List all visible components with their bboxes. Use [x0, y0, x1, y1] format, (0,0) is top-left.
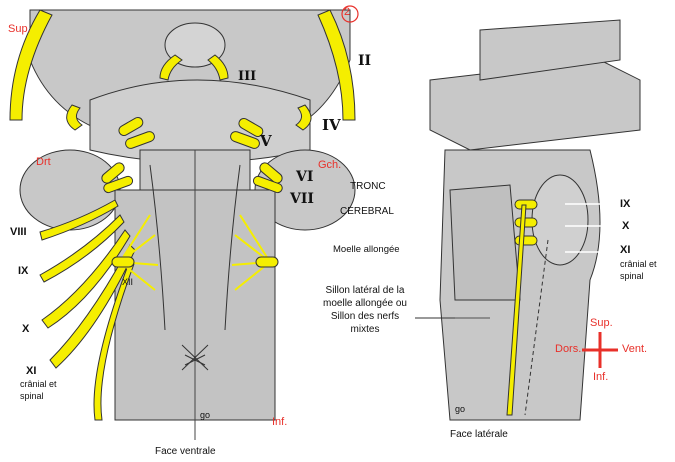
compass-dors: Dors.	[555, 344, 581, 355]
compass-vent: Vent.	[622, 344, 647, 355]
label-nerve-II: II	[358, 54, 371, 68]
label-moelle: Moelle allongée	[333, 245, 400, 255]
caption-face-laterale: Face latérale	[450, 430, 508, 440]
figure-number: 2	[344, 7, 350, 18]
label-nerve-IV: IV	[322, 118, 341, 133]
sillon-note: Sillon latéral de la moelle allongée ou …	[310, 284, 420, 336]
label-gch: Gch.	[318, 160, 341, 171]
mark-left: go	[200, 411, 210, 420]
lateral-top-block	[430, 60, 640, 150]
label-nerve-VII: VII	[290, 192, 314, 206]
label-tronc: TRONC	[350, 182, 386, 192]
sillon-note-line-3: Sillon des nerfs	[310, 310, 420, 323]
label-nerve-XI-sub2: spinal	[20, 392, 44, 401]
label-inf-left: Inf.	[272, 417, 287, 428]
compass-sup: Sup.	[590, 318, 613, 329]
caption-face-ventrale: Face ventrale	[155, 447, 216, 457]
label-nerve-XI-sub1: crânial et	[20, 380, 57, 389]
label-nerve-IX: IX	[18, 266, 28, 277]
label-sup-left: Sup.	[8, 24, 31, 35]
label-nerve-V: V	[260, 134, 272, 149]
label-nerve-X: X	[22, 324, 29, 335]
sillon-note-line-4: mixtes	[310, 323, 420, 336]
mark-right: go	[455, 405, 465, 414]
label-drt: Drt	[36, 157, 51, 168]
label-nerve-VIII: VIII	[10, 227, 27, 238]
label-nerve-III: III	[238, 70, 256, 83]
label-lat-XI-sub1: crânial et	[620, 260, 657, 269]
compass-inf: Inf.	[593, 372, 608, 383]
label-cerebral: CEREBRAL	[340, 207, 394, 217]
label-nerve-XII: XII	[122, 278, 133, 287]
label-nerve-VI: VI	[296, 170, 313, 184]
label-lat-XI-sub2: spinal	[620, 272, 644, 281]
orientation-cross	[582, 332, 618, 368]
sillon-note-line-1: Sillon latéral de la	[310, 284, 420, 297]
label-nerve-XI: XI	[26, 366, 36, 377]
label-lat-XI: XI	[620, 245, 630, 256]
label-lat-X: X	[622, 221, 629, 232]
label-lat-IX: IX	[620, 199, 630, 210]
sillon-note-line-2: moelle allongée ou	[310, 297, 420, 310]
